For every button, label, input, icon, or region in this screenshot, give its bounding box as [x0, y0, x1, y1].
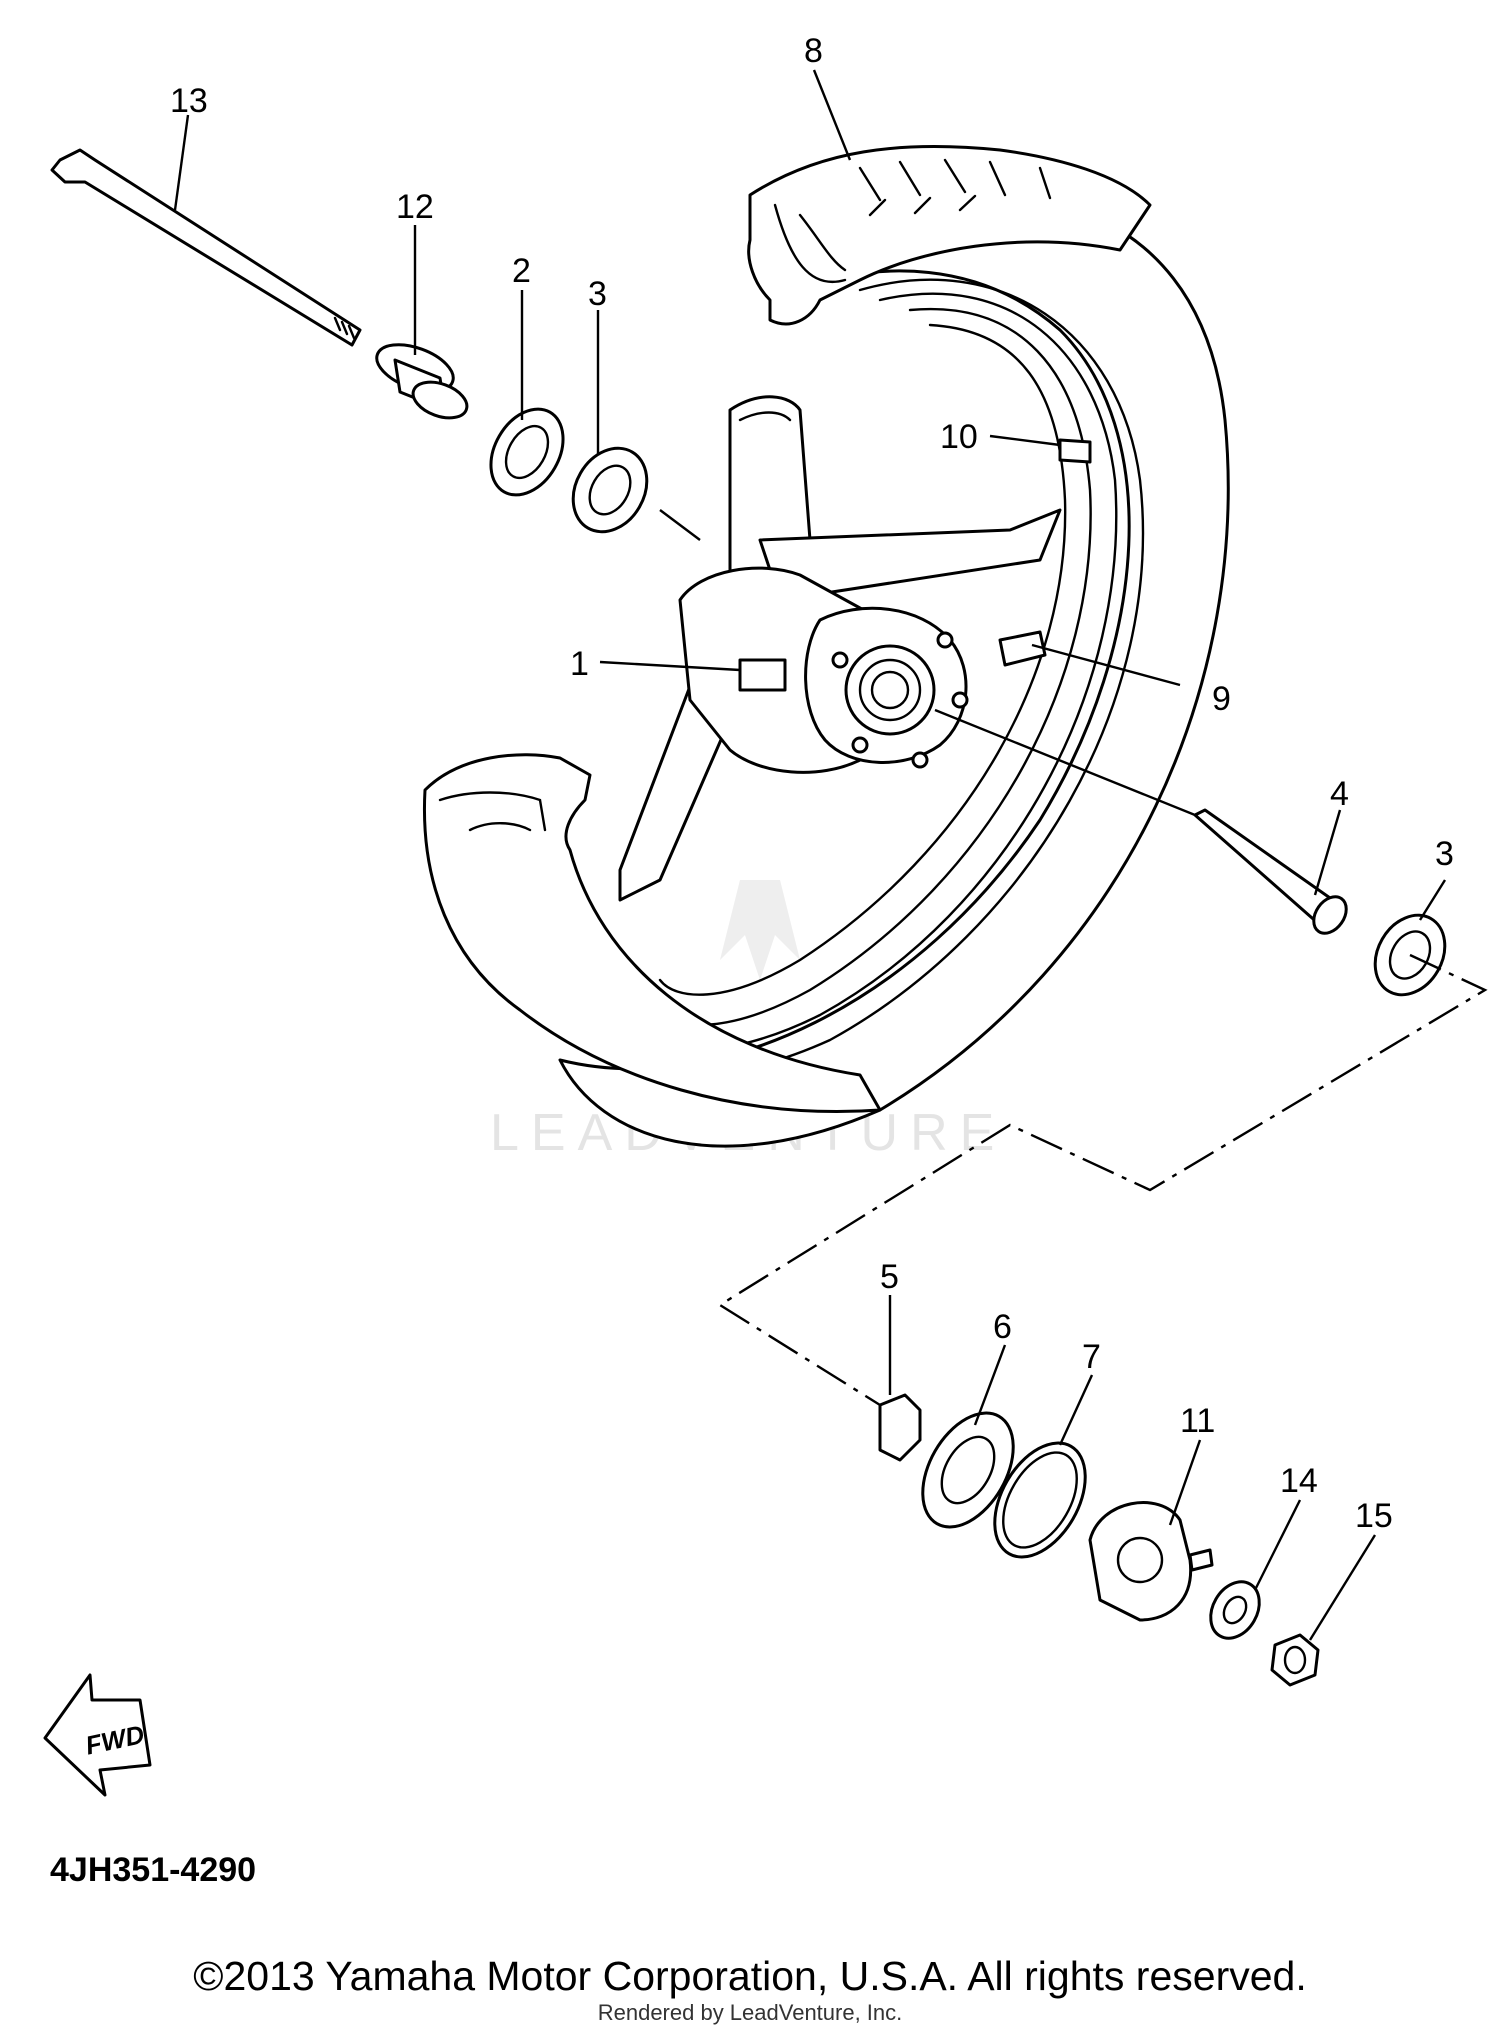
- rendered-by-note: Rendered by LeadVenture, Inc.: [597, 2000, 903, 2025]
- callout-13: 13: [170, 82, 208, 120]
- part-7-oil-seal: [993, 1441, 1087, 1559]
- callout-15: 15: [1355, 1497, 1393, 1535]
- callout-12: 12: [396, 188, 434, 226]
- callout-10: 10: [940, 418, 978, 456]
- leader-lines: [173, 69, 1447, 1641]
- part-15-nut: [1270, 1633, 1320, 1687]
- callout-3-left: 3: [588, 275, 607, 313]
- part-2-oil-seal: [489, 407, 565, 497]
- callout-5: 5: [880, 1258, 899, 1296]
- callout-11: 11: [1180, 1402, 1215, 1440]
- callout-6: 6: [993, 1308, 1012, 1346]
- wheel-rim: [422, 144, 1230, 1148]
- fwd-arrow: FWD: [43, 1673, 152, 1797]
- part-3-bearing: [571, 446, 649, 534]
- part-12-collar: [375, 343, 469, 420]
- diagram-code: 4JH351-4290: [50, 1851, 257, 1889]
- callout-14: 14: [1280, 1462, 1318, 1500]
- explode-line: [717, 953, 1488, 1407]
- part-13-axle: [50, 148, 362, 347]
- part-11-speedometer-gear: [1088, 1501, 1214, 1622]
- copyright-notice: ©2013 Yamaha Motor Corporation, U.S.A. A…: [193, 1953, 1307, 1999]
- wheel-hub: [618, 395, 1092, 902]
- callout-3-right: 3: [1435, 835, 1454, 873]
- callout-9: 9: [1212, 680, 1231, 718]
- callout-7: 7: [1082, 1338, 1101, 1376]
- part-6-oil-seal: [921, 1411, 1015, 1529]
- callout-2: 2: [512, 252, 531, 290]
- part-14-washer: [1209, 1580, 1261, 1640]
- part-5-meter-clutch: [878, 1393, 922, 1462]
- axis-lines: [659, 509, 1196, 817]
- part-4-spacer: [1193, 808, 1348, 935]
- callout-8: 8: [804, 32, 823, 70]
- callout-1: 1: [570, 645, 589, 683]
- callout-4: 4: [1330, 775, 1349, 813]
